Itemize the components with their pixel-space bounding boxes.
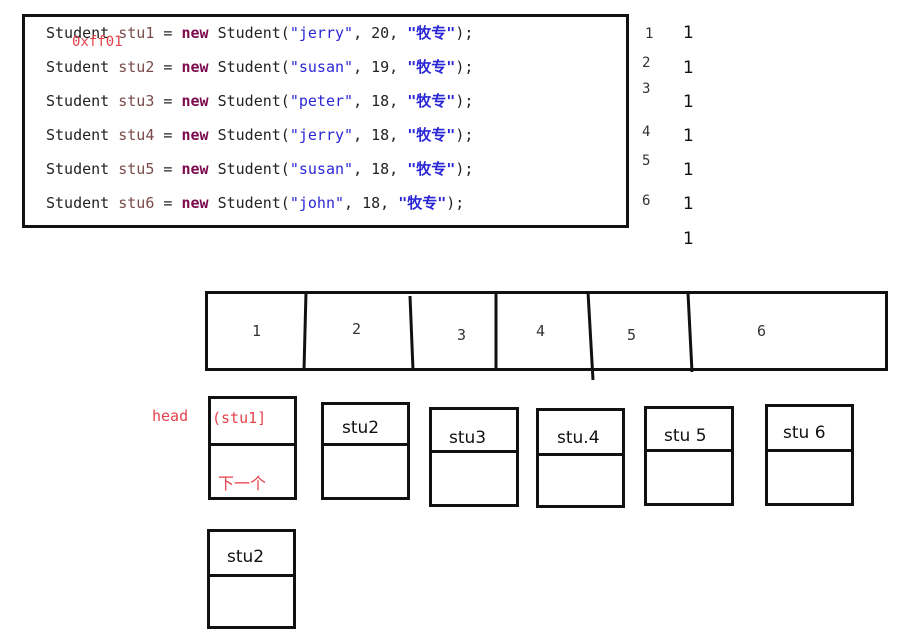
linked-list-node bbox=[208, 396, 297, 500]
array-cell-label: 4 bbox=[536, 322, 546, 340]
array-cell-label: 1 bbox=[252, 322, 262, 340]
array-strip bbox=[205, 291, 888, 371]
node-label: stu 5 bbox=[664, 426, 707, 446]
address-annotation: 0xff01 bbox=[72, 34, 123, 50]
index-label: 1 bbox=[645, 26, 654, 42]
array-cell-label: 6 bbox=[757, 322, 767, 340]
node-label: stu2 bbox=[342, 418, 380, 438]
linked-list-node bbox=[536, 408, 625, 508]
node-label: stu.4 bbox=[557, 428, 600, 448]
array-cell-label: 3 bbox=[457, 326, 467, 344]
code-line-1: Student stu1 = new Student("jerry", 20, … bbox=[46, 24, 474, 42]
node-divider bbox=[429, 450, 519, 453]
linked-list-node bbox=[765, 404, 854, 506]
count-value: 1 bbox=[683, 229, 694, 249]
code-panel: Student stu1 = new Student("jerry", 20, … bbox=[22, 14, 629, 228]
node-label: stu3 bbox=[449, 428, 487, 448]
node-divider bbox=[536, 453, 625, 456]
node-divider bbox=[207, 574, 296, 577]
code-line-4: Student stu4 = new Student("jerry", 18, … bbox=[46, 126, 474, 144]
node-label: stu 6 bbox=[783, 423, 826, 443]
node-label: (stu1] bbox=[212, 409, 267, 427]
code-line-6: Student stu6 = new Student("john", 18, "… bbox=[46, 194, 465, 212]
count-value: 1 bbox=[683, 194, 694, 214]
next-pointer-label: 下一个 bbox=[218, 474, 267, 493]
code-line-3: Student stu3 = new Student("peter", 18, … bbox=[46, 92, 474, 110]
count-value: 1 bbox=[683, 58, 694, 78]
head-label: head bbox=[152, 407, 189, 425]
node-label: stu2 bbox=[227, 547, 265, 567]
index-label: 5 bbox=[642, 153, 651, 169]
array-cell-label: 2 bbox=[352, 320, 362, 338]
node-divider bbox=[321, 443, 410, 446]
node-divider bbox=[765, 449, 854, 452]
index-label: 4 bbox=[642, 124, 651, 140]
code-line-5: Student stu5 = new Student("susan", 18, … bbox=[46, 160, 474, 178]
index-label: 3 bbox=[642, 81, 651, 97]
node-divider bbox=[644, 449, 734, 452]
array-cell-label: 5 bbox=[627, 326, 637, 344]
index-label: 2 bbox=[642, 55, 651, 71]
linked-list-node bbox=[644, 406, 734, 506]
linked-list-node bbox=[321, 402, 410, 500]
count-value: 1 bbox=[683, 23, 694, 43]
index-label: 6 bbox=[642, 193, 651, 209]
count-value: 1 bbox=[683, 92, 694, 112]
linked-list-node bbox=[429, 407, 519, 507]
code-line-2: Student stu2 = new Student("susan", 19, … bbox=[46, 58, 474, 76]
node-divider bbox=[208, 443, 297, 446]
count-value: 1 bbox=[683, 160, 694, 180]
count-value: 1 bbox=[683, 126, 694, 146]
linked-list-node bbox=[207, 529, 296, 629]
